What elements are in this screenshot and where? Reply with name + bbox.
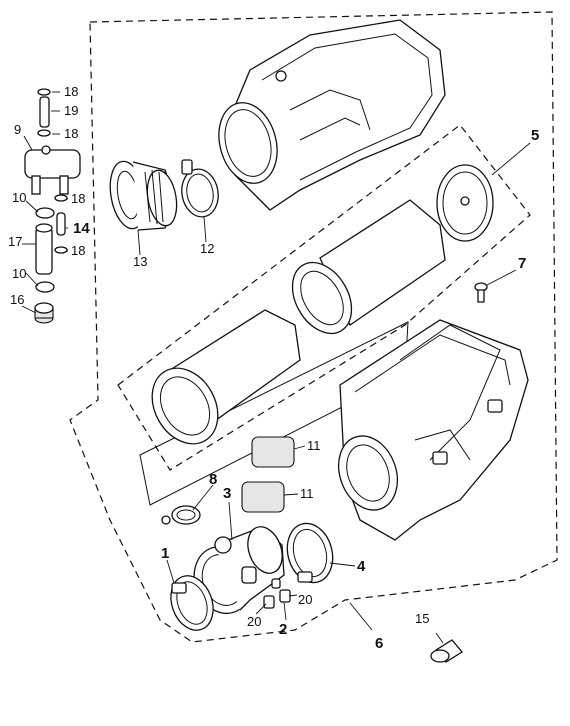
callout-2: 2 — [279, 621, 287, 638]
callout-5: 5 — [531, 127, 539, 144]
cap-11-lower — [241, 481, 285, 513]
filter-element-upper — [291, 199, 446, 335]
callout-20-left: 20 — [247, 614, 261, 629]
filter-cap-5 — [436, 164, 494, 242]
clamp-ring-12 — [181, 159, 219, 218]
spring-clip-8 — [161, 505, 201, 525]
callout-18-top: 18 — [64, 84, 78, 99]
leader-lines — [21, 91, 531, 644]
callout-7: 7 — [518, 255, 526, 272]
callout-15: 15 — [415, 611, 429, 626]
callout-16: 16 — [10, 292, 24, 307]
airbox-cover — [218, 19, 446, 211]
airbox-body — [338, 319, 529, 541]
callout-19: 19 — [64, 103, 78, 118]
callout-12: 12 — [200, 241, 214, 256]
callout-3: 3 — [223, 485, 231, 502]
screw-20-left — [263, 595, 275, 609]
breather-assembly — [24, 88, 81, 324]
callout-14: 14 — [73, 220, 90, 237]
cap-11-upper — [251, 436, 295, 468]
hose-clamp-1 — [170, 575, 214, 631]
callout-8: 8 — [209, 471, 217, 488]
callout-18-second: 18 — [64, 126, 78, 141]
intake-funnel-13 — [109, 160, 178, 231]
callout-11-upper: 11 — [307, 438, 321, 453]
screw-7 — [474, 282, 488, 303]
filter-5-boundary — [117, 124, 531, 471]
callout-17: 17 — [8, 234, 22, 249]
callout-6: 6 — [375, 635, 383, 652]
callout-18-third: 18 — [71, 191, 85, 206]
callout-1: 1 — [161, 545, 169, 562]
callout-4: 4 — [357, 558, 366, 575]
screw-20-right — [271, 578, 291, 603]
hose-clamp-4 — [286, 522, 334, 584]
callout-13: 13 — [133, 254, 147, 269]
assembly-6-boundary — [69, 11, 558, 643]
callout-20-right: 20 — [298, 592, 312, 607]
callout-9: 9 — [14, 122, 21, 137]
callout-10-lower: 10 — [12, 266, 26, 281]
intake-boot-3 — [193, 526, 285, 615]
filter-element-lower — [151, 309, 301, 445]
callout-18-fourth: 18 — [71, 243, 85, 258]
callout-11-lower: 11 — [300, 486, 314, 501]
callout-10-upper: 10 — [12, 190, 26, 205]
fitting-15 — [430, 639, 463, 663]
